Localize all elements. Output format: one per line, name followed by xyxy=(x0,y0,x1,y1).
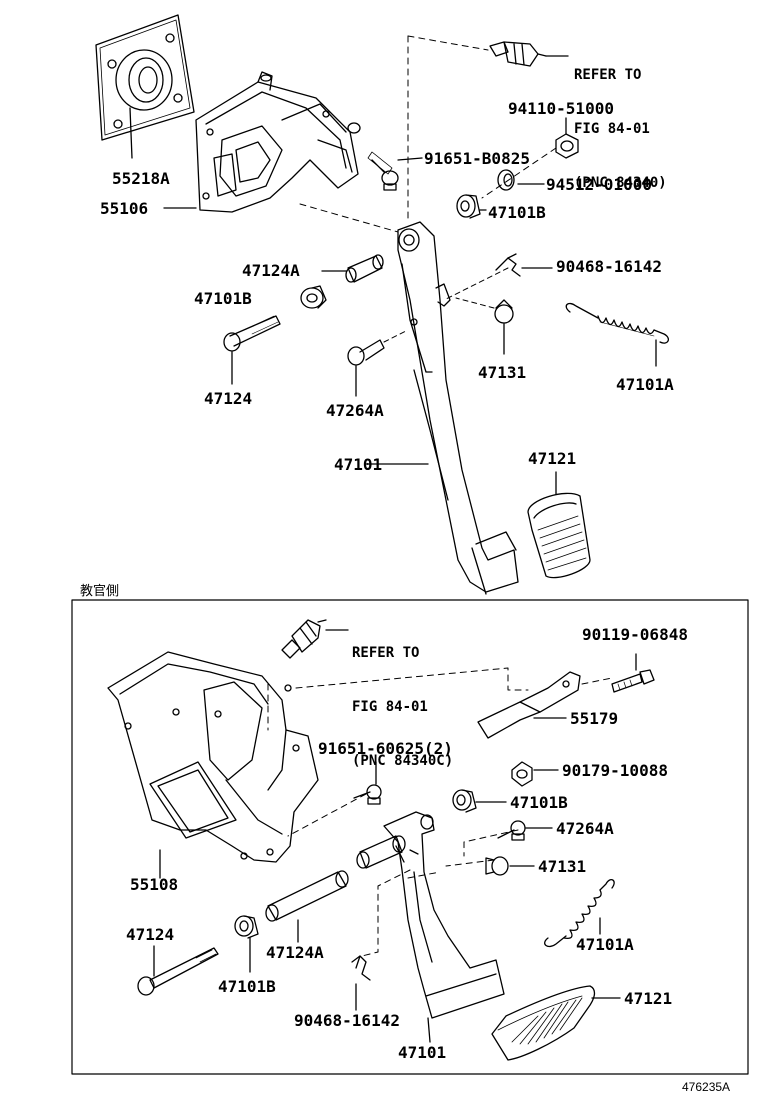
dashed-leader-top xyxy=(300,36,488,232)
label-47101a-bottom: 47101A xyxy=(576,935,634,954)
label-47101b-bottom-right: 47101B xyxy=(510,793,568,812)
top-ref-line-3: (PNC 84340) xyxy=(574,175,667,191)
label-55218a: 55218A xyxy=(112,169,170,188)
label-90468-16142-bottom: 90468-16142 xyxy=(294,1011,400,1030)
clip-90468-16142-top xyxy=(444,254,552,300)
top-ref-line-2: FIG 84-01 xyxy=(574,121,650,137)
label-47101a-top: 47101A xyxy=(616,375,674,394)
label-47101b-bottom-left: 47101B xyxy=(218,977,276,996)
bottom-ref-line-1: REFER TO xyxy=(352,645,420,661)
label-47121-top: 47121 xyxy=(528,449,577,468)
bracket-55179 xyxy=(478,672,580,738)
bushing-47101b-bottom-left xyxy=(235,916,258,972)
stop-lamp-switch-bottom xyxy=(282,620,348,658)
brake-pedal-47101-bottom xyxy=(384,812,504,1042)
bushing-47101b-bottom-right xyxy=(453,790,506,812)
label-91651-60625: 91651-60625(2) xyxy=(318,739,453,758)
label-90119-06848: 90119-06848 xyxy=(582,625,688,644)
label-55179: 55179 xyxy=(570,709,619,728)
bracket-55108 xyxy=(108,652,318,878)
bolt-91651-60625 xyxy=(354,762,381,804)
label-47124a-bottom: 47124A xyxy=(266,943,324,962)
bracket-55106 xyxy=(164,72,360,212)
label-47101b-left: 47101B xyxy=(194,289,252,308)
collar-47124a-top xyxy=(322,255,383,282)
pin-47131-bottom xyxy=(486,857,534,875)
bottom-section-frame xyxy=(72,600,748,1074)
bottom-section-title: 教官側 xyxy=(80,584,120,599)
nut-90179-10088 xyxy=(512,762,558,786)
figure-number: 476235A xyxy=(682,1080,731,1094)
label-47124a-top: 47124A xyxy=(242,261,300,280)
spring-47101a-top xyxy=(566,304,668,366)
top-ref-line-1: REFER TO xyxy=(574,67,642,83)
bolt-47124-bottom xyxy=(138,946,218,995)
label-55108: 55108 xyxy=(130,875,179,894)
label-47101b-top: 47101B xyxy=(488,203,546,222)
label-47124-bottom: 47124 xyxy=(126,925,175,944)
gasket-plate-55218a xyxy=(96,15,194,158)
bushing-47101b-top xyxy=(457,195,486,218)
label-47131-bottom: 47131 xyxy=(538,857,587,876)
label-55106: 55106 xyxy=(100,199,149,218)
label-47131-top: 47131 xyxy=(478,363,527,382)
label-47264a-top: 47264A xyxy=(326,401,384,420)
bolt-47264a-top xyxy=(348,330,408,396)
bolt-90119-06848 xyxy=(612,654,654,692)
label-47101-bottom: 47101 xyxy=(398,1043,447,1062)
pedal-pad-47121-bottom xyxy=(492,986,620,1060)
bottom-reference-note: REFER TO FIG 84-01 (PNC 84340C) xyxy=(352,608,453,788)
pedal-pad-47121-top xyxy=(528,472,590,578)
washer-94512-01000 xyxy=(498,170,544,190)
stop-lamp-switch-top xyxy=(490,42,568,66)
clip-90468-16142-bottom xyxy=(352,956,370,1010)
label-47101-top: 47101 xyxy=(334,455,383,474)
label-47264a-bottom: 47264A xyxy=(556,819,614,838)
label-94110-51000: 94110-51000 xyxy=(508,99,614,118)
pin-47131-top xyxy=(456,298,513,354)
pivot-collar-bottom xyxy=(357,836,405,868)
bolt-47124-top xyxy=(224,316,280,384)
bolt-47264a-bottom xyxy=(498,821,552,840)
spring-47101a-bottom xyxy=(545,880,614,947)
label-47124-top: 47124 xyxy=(204,389,253,408)
label-90179-10088: 90179-10088 xyxy=(562,761,668,780)
nut-94110-51000 xyxy=(482,118,578,198)
label-91651-b0825: 91651-B0825 xyxy=(424,149,530,168)
collar-47124a-bottom xyxy=(266,871,348,942)
bottom-ref-line-3: (PNC 84340C) xyxy=(352,753,454,769)
top-reference-note: REFER TO FIG 84-01 (PNC 84340) xyxy=(574,30,667,210)
label-90468-16142-top: 90468-16142 xyxy=(556,257,662,276)
label-47121-bottom: 47121 xyxy=(624,989,673,1008)
brake-pedal-47101-top xyxy=(366,222,518,594)
bottom-ref-line-2: FIG 84-01 xyxy=(352,699,428,715)
label-94512-01000: 94512-01000 xyxy=(546,175,652,194)
dashed-leaders-bottom xyxy=(268,668,612,956)
bushing-47101b-left xyxy=(301,286,326,308)
bolt-91651-b0825 xyxy=(368,152,422,190)
